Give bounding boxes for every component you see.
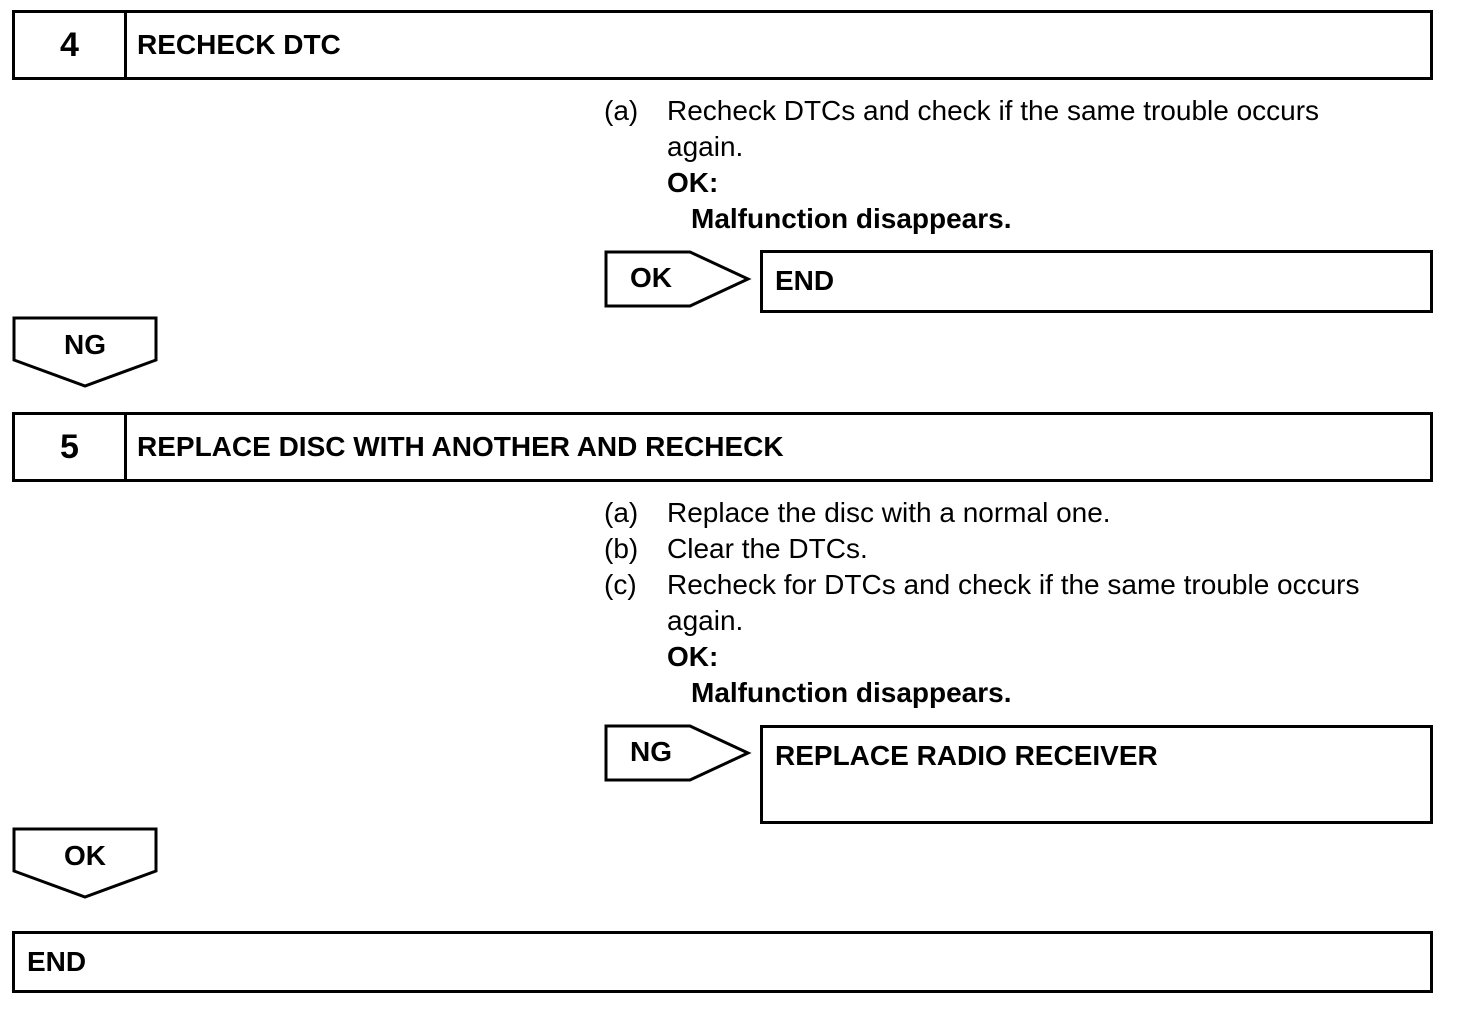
step-5-header: 5 REPLACE DISC WITH ANOTHER AND RECHECK [12,412,1433,482]
step-4-number: 4 [15,13,127,77]
step-4-branch-label: OK [630,262,672,293]
step-5-item-b-label: (b) [604,533,639,564]
step-4-item-a-line-1: Recheck DTCs and check if the same troub… [667,95,1320,126]
step-4-item-a-label: (a) [604,95,639,126]
step-5-ok-label: OK: [667,641,719,672]
step-4-branch-result-box: END [760,250,1433,313]
step-5-item-c-line-2: again. [667,605,744,636]
step-5-branch-result: REPLACE RADIO RECEIVER [775,740,1158,771]
step-4-flow-label: NG [64,329,106,360]
step-4-ok-condition: Malfunction disappears. [691,203,1012,234]
step-4-item-a-line-2: again. [667,131,744,162]
step-5-item-a-line-1: Replace the disc with a normal one. [667,497,1111,528]
step-5-branch-label: NG [630,736,672,767]
step-4-title: RECHECK DTC [137,29,341,60]
step-5-flow-label: OK [64,840,106,871]
step-4-branch-result: END [775,265,835,296]
final-result-box: END [12,931,1433,993]
step-5-branch-result-box: REPLACE RADIO RECEIVER [760,725,1433,824]
step-5-item-b-line-1: Clear the DTCs. [667,533,868,564]
final-result: END [27,946,87,977]
step-4-ok-label: OK: [667,167,719,198]
step-5-title: REPLACE DISC WITH ANOTHER AND RECHECK [137,431,784,462]
step-5-item-a-label: (a) [604,497,639,528]
step-5-ok-condition: Malfunction disappears. [691,677,1012,708]
step-5-number: 5 [15,415,127,479]
step-5-item-c-line-1: Recheck for DTCs and check if the same t… [667,569,1360,600]
step-4-header: 4 RECHECK DTC [12,10,1433,80]
step-5-item-c-label: (c) [604,569,637,600]
